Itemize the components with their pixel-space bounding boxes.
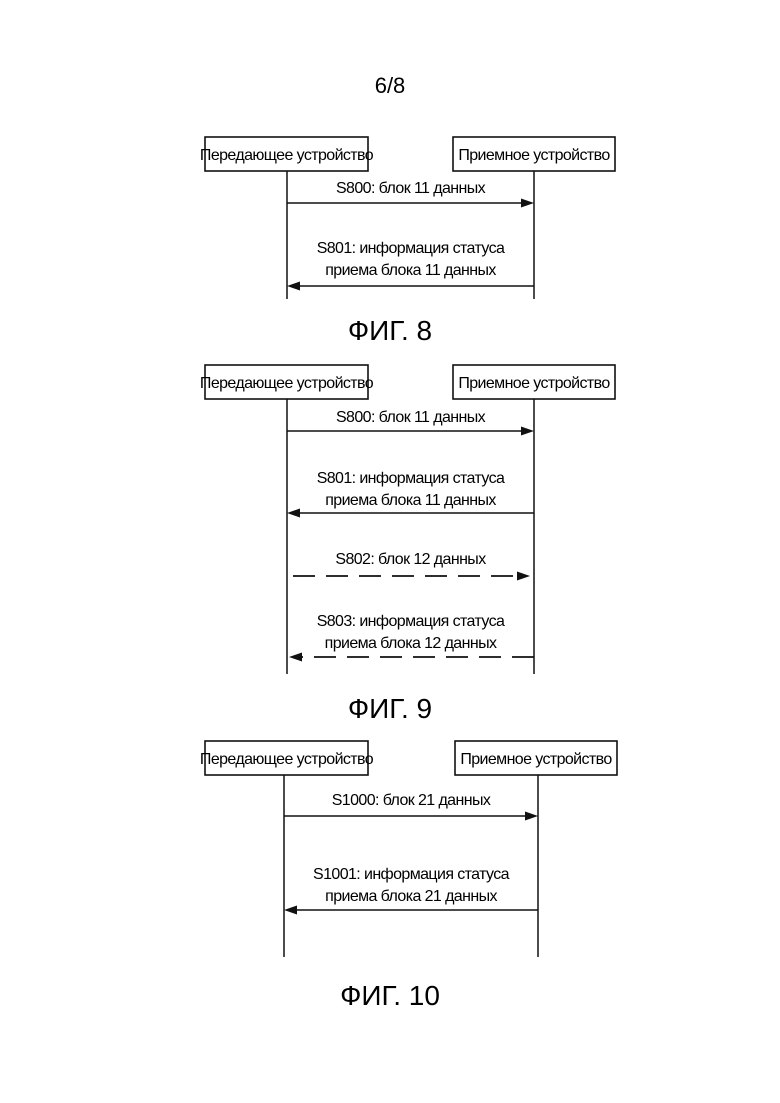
arrowhead-icon — [525, 812, 538, 821]
sender-device-label: Передающее устройство — [200, 375, 374, 392]
message-label: приема блока 11 данных — [325, 492, 496, 509]
message-label: приема блока 12 данных — [325, 635, 497, 652]
message-S801: S801: информация статуса приема блока 11 … — [287, 470, 534, 518]
sender-device-label: Передающее устройство — [200, 147, 374, 164]
arrowhead-icon — [517, 572, 530, 581]
message-label: приема блока 21 данных — [325, 888, 497, 905]
message-label: S800: блок 11 данных — [336, 180, 486, 197]
arrowhead-icon — [284, 906, 297, 915]
message-label: S803: информация статуса — [317, 613, 505, 630]
message-S800: S800: блок 11 данных — [287, 180, 534, 208]
sender-device-box: Передающее устройство — [200, 741, 374, 775]
message-S1000: S1000: блок 21 данных — [284, 792, 538, 821]
message-S800: S800: блок 11 данных — [287, 409, 534, 436]
message-S801: S801: информация статуса приема блока 11 … — [287, 240, 534, 291]
receiver-device-box: Приемное устройство — [453, 137, 615, 171]
message-label: S801: информация статуса — [317, 470, 505, 487]
sender-device-box: Передающее устройство — [200, 365, 374, 399]
message-label: S800: блок 11 данных — [336, 409, 486, 426]
message-S1001: S1001: информация статуса приема блока 21… — [284, 866, 538, 915]
arrowhead-icon — [521, 427, 534, 436]
receiver-device-label: Приемное устройство — [458, 375, 610, 392]
message-label: приема блока 11 данных — [325, 262, 496, 279]
message-label: S1001: информация статуса — [313, 866, 510, 883]
message-S803: S803: информация статуса приема блока 12 … — [289, 613, 534, 662]
sender-device-box: Передающее устройство — [200, 137, 374, 171]
arrowhead-icon — [521, 199, 534, 208]
sequence-diagram-fig9: Передающее устройство Приемное устройство… — [200, 365, 615, 724]
receiver-device-label: Приемное устройство — [460, 751, 612, 768]
figure-caption: ФИГ. 10 — [340, 980, 440, 1011]
arrowhead-icon — [287, 509, 300, 518]
message-label: S802: блок 12 данных — [335, 551, 486, 568]
receiver-device-box: Приемное устройство — [453, 365, 615, 399]
figure-caption: ФИГ. 9 — [348, 693, 432, 724]
receiver-device-box: Приемное устройство — [455, 741, 617, 775]
sequence-diagram-fig8: Передающее устройство Приемное устройство… — [200, 137, 615, 346]
sequence-diagram-fig10: Передающее устройство Приемное устройство… — [200, 741, 617, 1011]
page-number: 6/8 — [375, 73, 406, 98]
arrowhead-icon — [287, 282, 300, 291]
message-label: S1000: блок 21 данных — [332, 792, 491, 809]
message-label: S801: информация статуса — [317, 240, 505, 257]
receiver-device-label: Приемное устройство — [458, 147, 610, 164]
sender-device-label: Передающее устройство — [200, 751, 374, 768]
arrowhead-icon — [289, 653, 302, 662]
figure-caption: ФИГ. 8 — [348, 315, 432, 346]
message-S802: S802: блок 12 данных — [293, 551, 530, 581]
